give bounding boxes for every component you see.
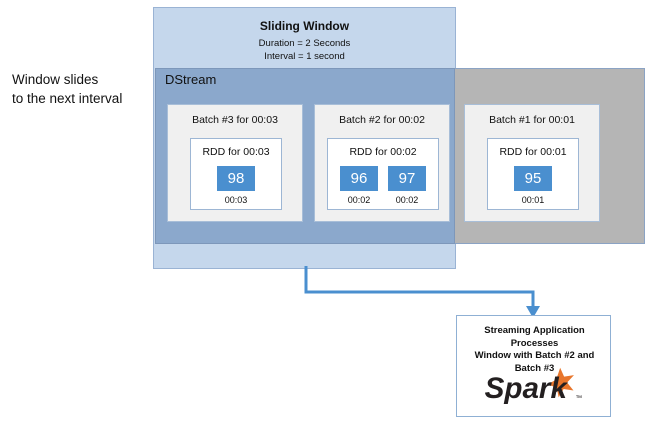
rdd-title: RDD for 00:03 xyxy=(202,146,270,158)
flow-arrow-icon xyxy=(304,266,540,318)
window-slides-caption: Window slides to the next interval xyxy=(12,72,123,106)
rdd-box[interactable]: RDD for 00:03 98 00:03 xyxy=(190,138,282,210)
rdd-chip-timestamp: 00:02 xyxy=(347,195,371,205)
batch-box-1[interactable]: Batch #1 for 00:01 RDD for 00:01 95 00:0… xyxy=(464,104,600,222)
spark-wordmark: Spark xyxy=(485,372,569,405)
batch-title: Batch #3 for 00:03 xyxy=(192,114,278,126)
spark-logo-icon: Spark ™ xyxy=(485,367,582,405)
batch-title: Batch #2 for 00:02 xyxy=(339,114,425,126)
rdd-chip-value: 95 xyxy=(514,166,552,191)
app-line-2: Processes xyxy=(510,337,559,349)
rdd-chip: 95 00:01 xyxy=(514,166,552,205)
rdd-chip-timestamp: 00:01 xyxy=(521,195,545,205)
app-line-3: Window with Batch #2 and xyxy=(474,350,595,361)
batch-box-2[interactable]: Batch #2 for 00:02 RDD for 00:02 96 00:0… xyxy=(314,104,450,222)
sliding-window-title: Sliding Window xyxy=(259,19,350,33)
sliding-window-interval: Interval = 1 second xyxy=(264,51,345,62)
rdd-chip-value: 97 xyxy=(388,166,426,191)
batch-box-3[interactable]: Batch #3 for 00:03 RDD for 00:03 98 00:0… xyxy=(167,104,303,222)
rdd-chip-row: 95 00:01 xyxy=(488,166,578,205)
batch-title: Batch #1 for 00:01 xyxy=(489,114,575,126)
sliding-window-duration: Duration = 2 Seconds xyxy=(258,38,351,49)
rdd-chip: 96 00:02 xyxy=(340,166,378,205)
rdd-title: RDD for 00:01 xyxy=(499,146,567,158)
rdd-title: RDD for 00:02 xyxy=(349,146,417,158)
dstream-label: DStream xyxy=(165,72,217,87)
app-line-4: Batch #3 xyxy=(514,362,555,374)
rdd-chip-value: 96 xyxy=(340,166,378,191)
streaming-application-box[interactable]: Streaming Application Processes Window w… xyxy=(456,315,611,417)
rdd-box[interactable]: RDD for 00:02 96 00:02 97 00:02 xyxy=(327,138,439,210)
rdd-chip: 97 00:02 xyxy=(388,166,426,205)
rdd-chip-value: 98 xyxy=(217,166,255,191)
rdd-chip-timestamp: 00:02 xyxy=(395,195,419,205)
rdd-chip: 98 00:03 xyxy=(217,166,255,205)
rdd-chip-timestamp: 00:03 xyxy=(224,195,248,205)
svg-text:™: ™ xyxy=(575,395,582,402)
rdd-chip-row: 98 00:03 xyxy=(191,166,281,205)
rdd-box[interactable]: RDD for 00:01 95 00:01 xyxy=(487,138,579,210)
rdd-chip-row: 96 00:02 97 00:02 xyxy=(328,166,438,205)
streaming-application-text: Streaming Application Processes Window w… xyxy=(461,325,608,375)
app-line-1: Streaming Application xyxy=(484,325,585,336)
